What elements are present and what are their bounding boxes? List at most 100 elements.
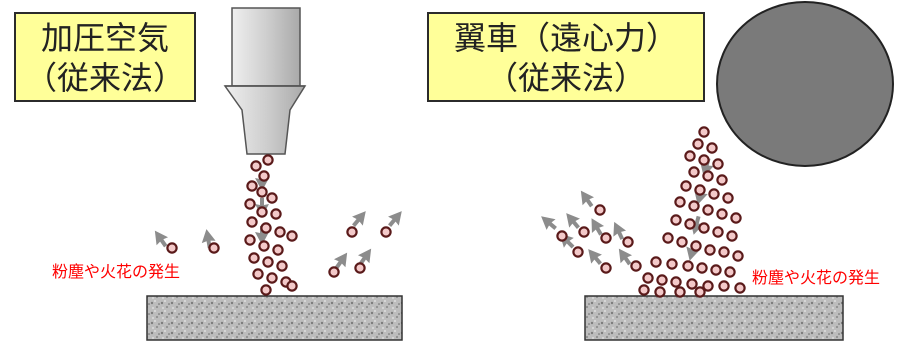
shot-particle: [662, 232, 674, 244]
flow-arrow: [255, 226, 269, 245]
rebound-shot: [166, 242, 178, 254]
shot-particle: [692, 138, 704, 150]
right-title-line1: 翼車（遠心力）: [453, 19, 678, 57]
rebound-arrow: [154, 230, 169, 248]
rebound-shot: [380, 226, 392, 238]
shot-particle: [252, 268, 264, 280]
rebound-arrow: [618, 248, 633, 266]
shot-particle: [670, 214, 682, 226]
shot-particle: [732, 250, 744, 262]
rebound-arrow: [541, 216, 557, 230]
shot-particle: [248, 252, 260, 264]
rebound-arrow: [566, 213, 580, 229]
rebound-shot: [600, 232, 612, 244]
shot-particle: [688, 166, 700, 178]
shot-particle: [258, 240, 270, 252]
shot-particle: [690, 240, 702, 252]
air-nozzle: [223, 7, 307, 155]
workpiece-right: [584, 295, 844, 341]
shot-particle: [706, 142, 718, 154]
workpiece-left: [146, 295, 403, 341]
shot-particle: [270, 208, 282, 220]
flow-arrow: [255, 172, 269, 191]
shot-particle: [702, 280, 714, 292]
shot-particle: [262, 256, 274, 268]
rebound-shot: [328, 266, 340, 278]
shot-particle: [718, 246, 730, 258]
rebound-shot: [594, 204, 606, 216]
shot-particle: [276, 260, 288, 272]
rebound-arrow: [352, 211, 366, 227]
shot-particle: [244, 234, 256, 246]
shot-particle: [698, 126, 710, 138]
shot-particle: [686, 278, 698, 290]
shot-particle: [688, 200, 700, 212]
shot-particle: [286, 280, 298, 292]
shot-particle: [698, 154, 710, 166]
shot-particle: [698, 222, 710, 234]
shot-particle: [638, 284, 650, 296]
rebound-arrow: [591, 218, 605, 236]
shot-particle: [712, 226, 724, 238]
shot-particle: [286, 230, 298, 242]
shot-particle: [244, 198, 256, 210]
rebound-shot: [572, 246, 584, 258]
flow-arrow: [686, 241, 700, 261]
left-title-box: 加圧空気 （従来法）: [14, 12, 196, 102]
right-title-box: 翼車（遠心力） （従来法）: [427, 12, 705, 102]
shot-particle: [718, 280, 730, 292]
shot-particle: [730, 212, 742, 224]
shot-particle: [262, 154, 274, 166]
shot-particle: [642, 272, 654, 284]
rebound-arrow: [201, 229, 216, 249]
shot-particle: [724, 266, 736, 278]
right-title-line2: （従来法）: [485, 59, 646, 97]
shot-particle: [716, 174, 728, 186]
rebound-shot: [556, 230, 568, 242]
shot-particle: [708, 188, 720, 200]
right-dust-note: 粉塵や火花の発生: [752, 268, 881, 287]
shot-particle: [702, 204, 714, 216]
shot-particle: [260, 222, 272, 234]
rebound-arrow: [613, 221, 627, 240]
shot-particle: [650, 256, 662, 268]
shot-particle: [680, 180, 692, 192]
shot-particle: [694, 184, 706, 196]
shot-particle: [734, 282, 746, 294]
shot-particle: [702, 170, 714, 182]
rebound-arrow: [357, 248, 372, 266]
shot-particle: [656, 274, 668, 286]
shot-particle: [674, 286, 686, 298]
flow-arrow: [690, 215, 704, 235]
rebound-shot: [578, 226, 590, 238]
shot-particle: [716, 208, 728, 220]
rebound-shot: [630, 260, 642, 272]
shot-particle: [684, 218, 696, 230]
shot-particle: [654, 286, 666, 298]
shot-particle: [684, 150, 696, 162]
left-dust-note: 粉塵や火花の発生: [52, 262, 181, 281]
rebound-shot: [622, 236, 634, 248]
left-title-line1: 加圧空気: [40, 19, 169, 57]
shot-particle: [722, 192, 734, 204]
shot-particle: [696, 262, 708, 274]
shot-particle: [674, 196, 686, 208]
shot-particle: [712, 158, 724, 170]
rebound-shot: [208, 242, 220, 254]
shot-particle: [666, 258, 678, 270]
shot-particle: [266, 272, 278, 284]
rebound-arrow: [580, 190, 595, 208]
flow-arrow: [700, 157, 714, 177]
shot-particle: [670, 276, 682, 288]
shot-particle: [274, 226, 286, 238]
left-title-line2: （従来法）: [24, 59, 185, 97]
shot-particle: [710, 264, 722, 276]
impeller-wheel: [716, 1, 894, 167]
shot-particle: [258, 170, 270, 182]
shot-particle: [246, 180, 258, 192]
rebound-shot: [354, 262, 366, 274]
shot-particle: [676, 236, 688, 248]
shot-particle: [260, 284, 272, 296]
rebound-arrow: [333, 252, 348, 270]
